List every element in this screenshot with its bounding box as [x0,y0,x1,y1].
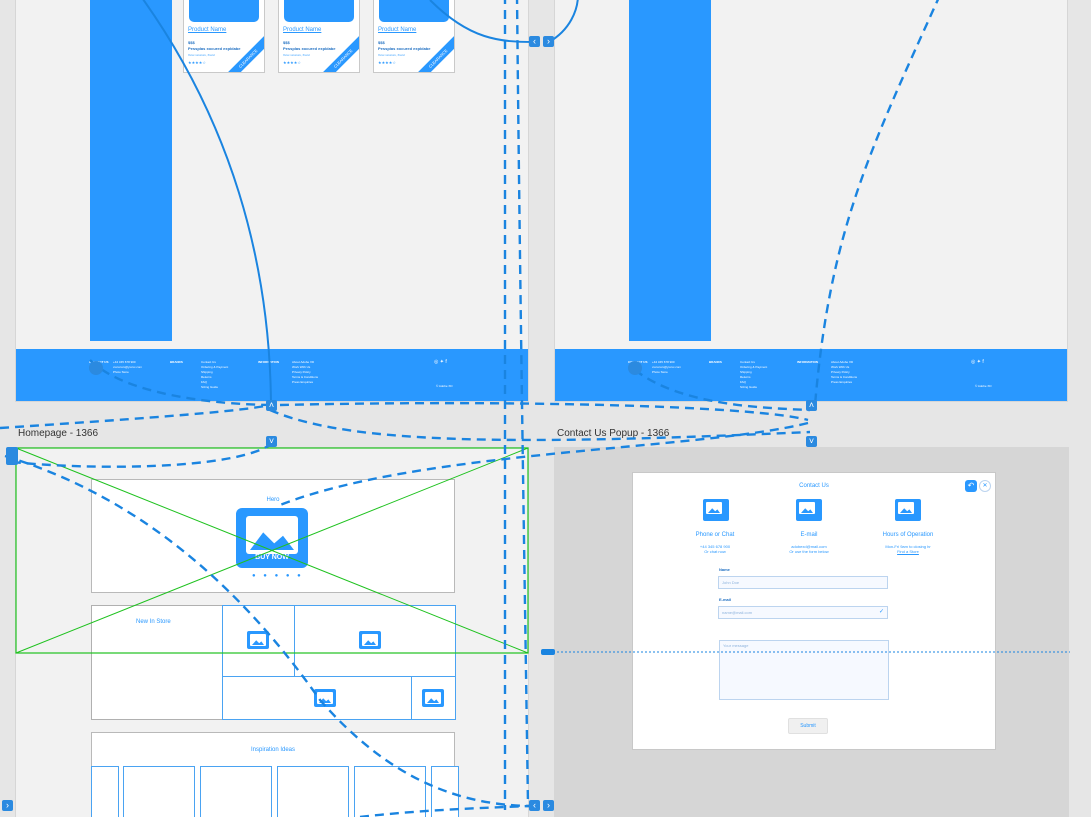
hours-heading: Hours of Operation [882,532,934,538]
clearance-badge: CLEARANCE [318,34,359,72]
inspiration-tile[interactable] [91,766,119,817]
product-price: $$$ [188,40,195,45]
link-handle-icon[interactable]: › [2,800,13,811]
link-handle-icon[interactable]: ‹ [529,800,540,811]
site-footer: CONTACT US +44 345 678 900 xxxxxxxx@yxxx… [16,349,528,401]
product-image-icon [284,0,354,22]
footer-info-links[interactable]: About Adobe XD Work With Us Privacy Poli… [831,360,858,384]
close-icon[interactable]: ✕ [979,480,991,492]
phone-image-icon [703,499,729,521]
back-icon[interactable]: ↶ [965,480,977,492]
product-meta: Xxxx xxxxxxx, Xxxxl [378,53,405,57]
footer-brands-heading: BRANDS [709,360,722,364]
link-handle-icon[interactable]: ˄ [266,400,277,411]
product-name-link[interactable]: Product Name [283,27,322,33]
footer-info-heading: INFORMATION [258,360,279,364]
carousel-prev-arrow-icon[interactable]: ‹ [98,790,104,807]
inspiration-tile[interactable] [123,766,195,817]
product-image-icon [379,0,449,22]
social-icons[interactable]: ◎ ✦ f [971,359,984,365]
new-in-store-tile[interactable] [411,676,456,720]
product-image-icon [189,0,259,22]
find-store-link[interactable]: Find a Store [897,549,919,554]
product-price: $$$ [378,40,385,45]
clearance-badge: CLEARANCE [223,34,264,72]
artboard-product-listing: Product Name $$$ Pessplas xocured explda… [15,0,529,402]
name-label: Name [719,567,730,572]
phone-chat-heading: Phone or Chat [695,532,735,538]
email-address: adobexd@mail.com [791,544,827,549]
email-field[interactable]: name@mail.com [718,606,888,619]
inspiration-tile[interactable] [277,766,349,817]
product-meta: Xxxx xxxxxxx, Xxxxl [283,53,310,57]
footer-contact-heading: CONTACT US [628,360,648,364]
contact-modal: Contact Us ↶ ✕ Phone or Chat +44 345 678… [632,472,996,750]
email-heading: E-mail [800,532,818,538]
hours-image-icon [895,499,921,521]
product-description: Pessplas xocured expldabe [378,46,431,51]
footer-info-links[interactable]: About Adobe XD Work With Us Privacy Poli… [292,360,319,384]
email-form-hint: Or use the form below [789,549,829,554]
chat-now-link[interactable]: Or chat now [704,549,726,554]
modal-title: Contact Us [799,483,829,489]
footer-service-links[interactable]: Contact Us Ordering & Payment Shipping R… [201,360,229,389]
image-placeholder-icon [314,689,336,707]
site-footer: CONTACT US +44 345 678 900 xxxxxxxx@yxxx… [555,349,1067,401]
email-valid-check-icon: ✓ [879,609,885,615]
product-card[interactable]: Product Name $$$ Pessplas xocured explda… [183,0,265,73]
footer-contact-lines: +44 345 678 900 xxxxxxxx@yxxxx.com Photo… [113,360,143,374]
product-rating: ★★★★☆ [188,60,206,65]
phone-number: +44 345 678 900 [699,544,731,549]
artboard-label-homepage[interactable]: Homepage - 1366 [18,428,99,439]
inspiration-tile[interactable] [200,766,272,817]
link-handle-icon[interactable]: ˄ [806,400,817,411]
link-handle-icon[interactable]: › [543,36,554,47]
email-label: E-mail [719,597,732,602]
footer-copyright: © Adobe XD [436,384,453,388]
link-handle-icon[interactable]: ˅ [266,436,277,447]
inspiration-section: Inspiration Ideas [91,732,459,817]
link-handle-icon[interactable]: › [543,800,554,811]
footer-contact-lines: +44 345 678 900 xxxxxxxx@yxxxx.com Photo… [652,360,682,374]
artboard-product-detail: CONTACT US +44 345 678 900 xxxxxxxx@yxxx… [554,0,1068,402]
inspiration-tile[interactable] [431,766,459,817]
name-field[interactable]: John Doe [718,576,888,589]
product-meta: Xxxx xxxxxxx, Xxxxl [188,53,215,57]
new-in-store-tile[interactable] [222,676,412,720]
product-rating: ★★★★☆ [378,60,396,65]
image-placeholder-icon [422,689,444,707]
clearance-badge: CLEARANCE [413,34,454,72]
footer-brands-heading: BRANDS [170,360,183,364]
footer-contact-heading: CONTACT US [89,360,109,364]
product-price: $$$ [283,40,290,45]
artboard-contact-popup: Contact Us ↶ ✕ Phone or Chat +44 345 678… [554,447,1069,817]
inspiration-tile[interactable] [354,766,426,817]
footer-info-heading: INFORMATION [797,360,818,364]
submit-button[interactable]: Submit [788,718,828,734]
product-card[interactable]: Product Name $$$ Pessplas xocured explda… [373,0,455,73]
social-icons[interactable]: ◎ ✦ f [434,359,447,365]
product-description: Pessplas xocured expldabe [188,46,241,51]
hours-text: Mon-Fri 9am to closing hr [885,544,931,549]
product-name-link[interactable]: Product Name [188,27,227,33]
link-handle-icon[interactable]: ˅ [806,436,817,447]
product-description: Pessplas xocured expldabe [283,46,336,51]
product-card[interactable]: Product Name $$$ Pessplas xocured explda… [278,0,360,73]
hero-placeholder-overlay [15,447,529,654]
email-image-icon [796,499,822,521]
inspiration-title: Inspiration Ideas [250,747,296,753]
message-field[interactable]: Your message [719,640,889,700]
footer-copyright: © Adobe XD [975,384,992,388]
link-handle-icon[interactable]: ‹ [529,36,540,47]
sidebar-block [629,0,711,341]
artboard-label-contact-popup[interactable]: Contact Us Popup - 1366 [557,428,670,439]
product-rating: ★★★★☆ [283,60,301,65]
product-name-link[interactable]: Product Name [378,27,417,33]
sidebar-block [90,0,172,341]
footer-service-links[interactable]: Contact Us Ordering & Payment Shipping R… [740,360,768,389]
